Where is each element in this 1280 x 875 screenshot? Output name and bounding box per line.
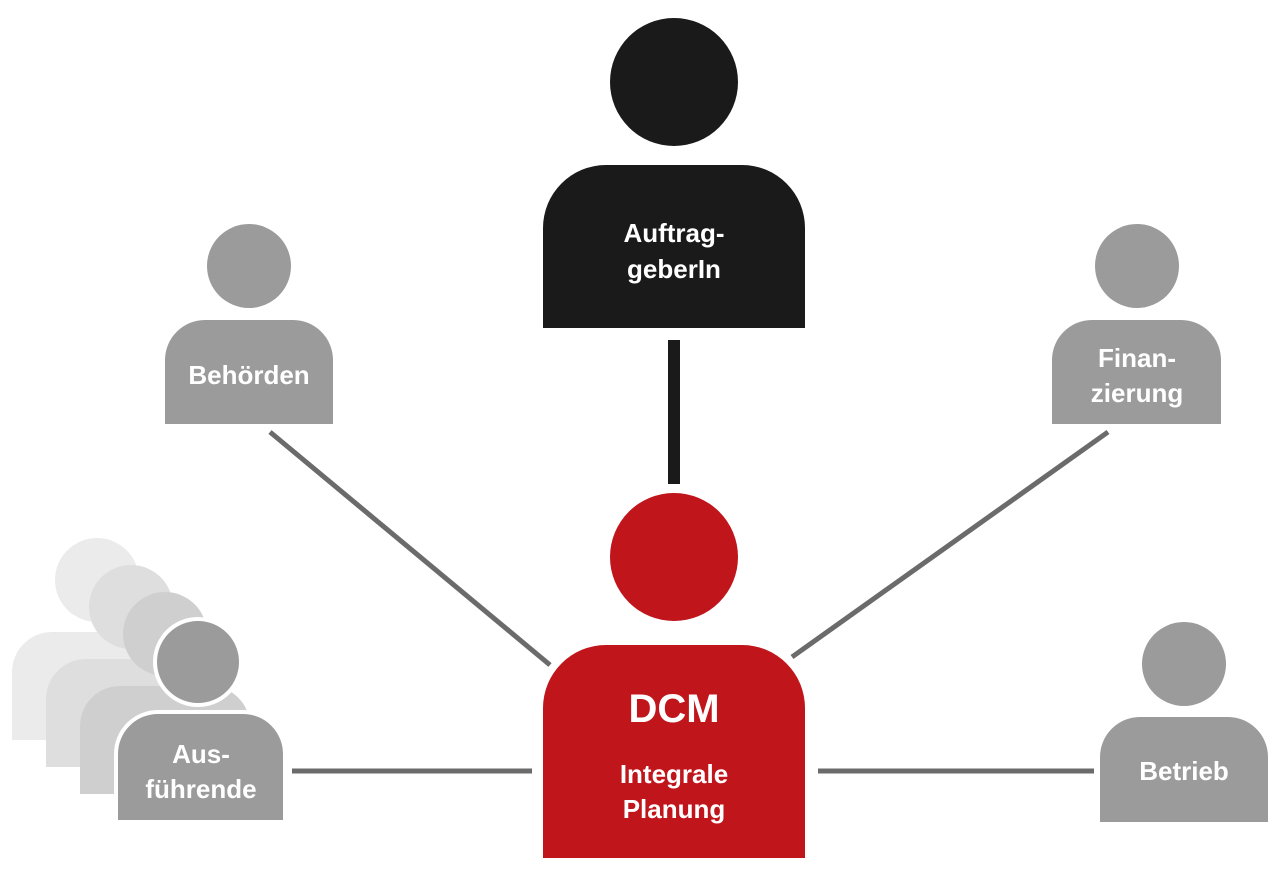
planner-label-line1: Integrale xyxy=(620,759,728,789)
client-label-line1: Auftrag- xyxy=(623,218,724,248)
planner-label-line2: Planung xyxy=(623,794,726,824)
client-body xyxy=(543,165,805,328)
financing-label-line2: zierung xyxy=(1091,378,1183,408)
contractors-label-line1: Aus- xyxy=(172,739,230,769)
planner-head xyxy=(610,493,738,621)
contractors-body xyxy=(114,710,287,824)
financing-figure: Finan- zierung xyxy=(1052,224,1221,424)
planner-figure: DCM Integrale Planung xyxy=(543,493,805,858)
authorities-figure: Behörden xyxy=(165,224,333,424)
client-head xyxy=(610,18,738,146)
authorities-head xyxy=(207,224,291,308)
planner-body xyxy=(543,645,805,858)
operation-head xyxy=(1142,622,1226,706)
financing-body xyxy=(1052,320,1221,424)
authorities-body xyxy=(165,320,333,424)
authorities-label: Behörden xyxy=(188,360,309,390)
contractors-head xyxy=(153,617,243,707)
client-label-line2: geberIn xyxy=(627,254,721,284)
operation-label: Betrieb xyxy=(1139,756,1229,786)
contractors-figure: Aus- führende xyxy=(114,617,287,824)
operation-body xyxy=(1100,717,1268,822)
connector-authorities xyxy=(268,430,552,667)
financing-label-line1: Finan- xyxy=(1098,343,1176,373)
operation-figure: Betrieb xyxy=(1100,622,1268,822)
client-figure: Auftrag- geberIn xyxy=(543,18,805,328)
contractors-label-line2: führende xyxy=(145,774,256,804)
planner-title: DCM xyxy=(628,687,719,731)
financing-head xyxy=(1095,224,1179,308)
connector-financing xyxy=(790,429,1110,660)
